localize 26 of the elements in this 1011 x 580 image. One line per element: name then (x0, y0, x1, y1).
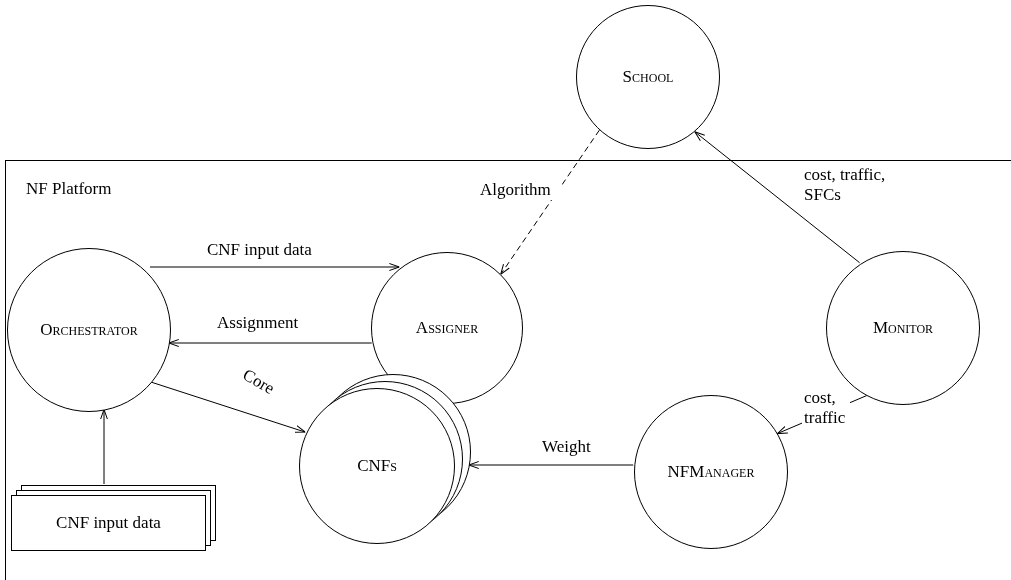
node-label: NFManager (667, 462, 755, 482)
arrow (694, 131, 861, 264)
component-circle (576, 5, 720, 149)
edge-label: CNF input data (205, 240, 314, 260)
arrow (150, 381, 306, 433)
edge-label: Weight (540, 437, 593, 457)
node-label: CNFs (357, 456, 397, 476)
node-label: Monitor (872, 318, 934, 338)
platform-title: NF Platform (26, 179, 112, 199)
stacked-documents (11, 485, 216, 551)
node-label: School (622, 67, 674, 87)
edge-label: Core (238, 364, 279, 400)
component-circle (7, 248, 171, 412)
arrow (100, 408, 108, 485)
edge-label: Algorithm (478, 180, 562, 200)
arrow (500, 129, 600, 275)
component-circle (371, 252, 523, 404)
arrow (168, 339, 373, 347)
stacked-circles (299, 374, 471, 544)
node-label: Assigner (415, 318, 479, 338)
component-circle (634, 395, 788, 549)
arrow (468, 461, 634, 469)
arrow (149, 263, 400, 271)
node-label: CNF input data (56, 513, 161, 533)
platform-frame (5, 160, 1011, 580)
node-label: Orchestrator (40, 320, 138, 340)
